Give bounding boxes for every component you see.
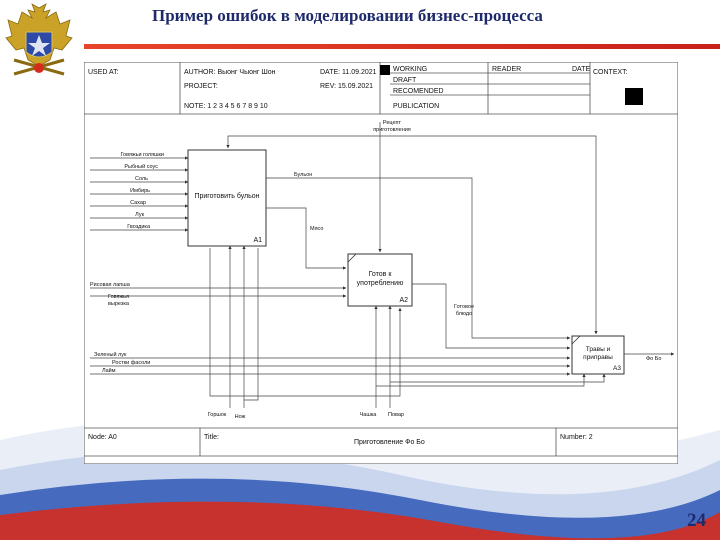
status-draft: DRAFT: [393, 77, 417, 84]
status-working: WORKING: [393, 66, 427, 73]
a3-id: A3: [613, 365, 621, 372]
reader-date-label: DATE: [572, 66, 590, 73]
meat-label: Мясо: [310, 226, 323, 232]
a1-name: Приготовить бульон: [194, 192, 259, 200]
input-label: Имбирь: [130, 188, 150, 194]
footer-node: Node: A0: [88, 434, 117, 441]
input-label: Рисовая лапша: [90, 282, 131, 288]
page-number: 24: [687, 510, 706, 531]
author-label: AUTHOR: Выонг Чыонг Шон: [184, 69, 276, 76]
a1-id: A1: [253, 237, 262, 244]
input-label: Соль: [135, 176, 148, 182]
used-at-label: USED AT:: [88, 69, 119, 76]
input-label: Ростки фасоли: [112, 360, 150, 366]
date-label: DATE: 11.09.2021: [320, 69, 377, 76]
diagram-footer: [84, 427, 678, 457]
note-label: NOTE: 1 2 3 4 5 6 7 8 9 10: [184, 103, 268, 110]
status-publication: PUBLICATION: [393, 103, 439, 110]
rev-label: REV: 15.09.2021: [320, 83, 373, 90]
input-label: Лайм: [102, 367, 116, 374]
arrows: [90, 122, 675, 408]
input-label: Сахар: [130, 200, 146, 206]
project-label: PROJECT:: [184, 83, 218, 90]
title-accent-bar: [84, 44, 720, 49]
input-label: Рыбный соус: [124, 163, 158, 170]
idef0-diagram: USED AT: AUTHOR: Выонг Чыонг Шон PROJECT…: [84, 62, 678, 464]
status-recomended: RECOMENDED: [393, 88, 444, 95]
slide-title: Пример ошибок в моделировании бизнес-про…: [152, 6, 543, 25]
input-label: Лук: [135, 212, 144, 218]
input-label: Зеленый лук: [94, 351, 127, 358]
activity-box-a1: Приготовить бульон A1: [187, 149, 267, 247]
footer-title-label: Title:: [204, 434, 219, 441]
output-label: Фо Бо: [646, 356, 661, 362]
bowl-label: Чашка: [360, 412, 378, 418]
input-label: Говяжьи голяшки: [120, 152, 164, 158]
emblem-icon: [5, 3, 73, 76]
a2-id: A2: [399, 297, 408, 304]
context-box: [625, 88, 643, 105]
knife-label: Нож: [235, 414, 246, 420]
input-label: Гвоздика: [127, 224, 151, 230]
pot-label: Горшок: [208, 412, 227, 418]
footer-title: Приготовление Фо Бо: [354, 439, 425, 446]
working-marker: [380, 65, 390, 75]
cook-label: Повар: [388, 412, 404, 418]
footer-number: Number: 2: [560, 434, 593, 441]
context-label: CONTEXT:: [593, 69, 628, 76]
reader-label: READER: [492, 66, 521, 73]
broth-label: Бульон: [294, 172, 312, 178]
